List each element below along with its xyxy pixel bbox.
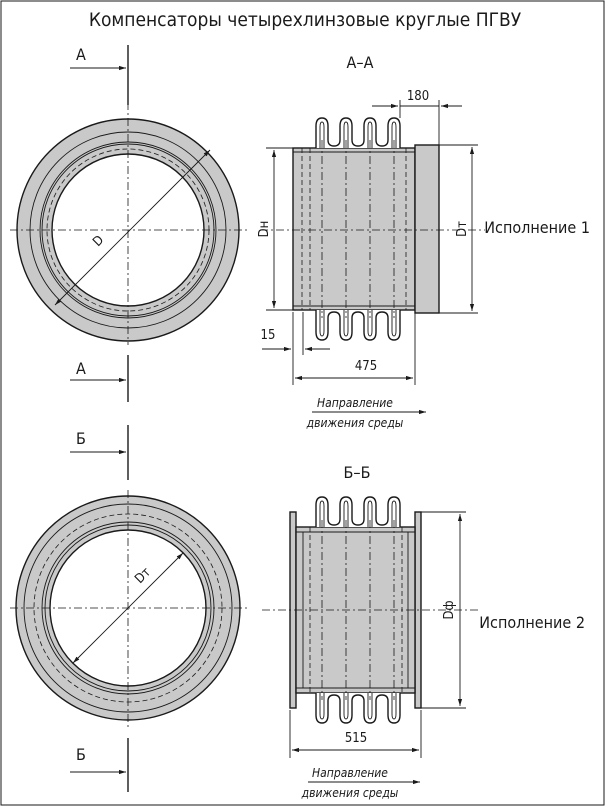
ring-view-b — [10, 490, 250, 728]
section-letter-b-top: Б — [76, 429, 86, 448]
flow-a-line1: Направление — [317, 396, 393, 410]
diameter-d-line — [54, 149, 211, 306]
section-letter-a-bottom: А — [76, 359, 86, 378]
section-aa-title: А–А — [347, 53, 374, 72]
flow-a-line2: движения среды — [306, 416, 404, 430]
dim-475-label: 475 — [355, 359, 377, 374]
variant-1-label: Исполнение 1 — [484, 218, 590, 237]
page-title: Компенсаторы четырехлинзовые круглые ПГВ… — [89, 9, 522, 31]
diameter-dt-line — [72, 552, 184, 664]
dim-15 — [262, 312, 330, 385]
section-marker-a-bottom — [70, 355, 129, 402]
section-letter-a-top: А — [76, 45, 86, 64]
section-bb-title: Б–Б — [344, 463, 371, 482]
section-aa-body — [260, 117, 485, 341]
section-letter-b-bottom: Б — [76, 745, 86, 764]
dim-dn — [266, 147, 293, 311]
dim-475 — [295, 313, 416, 385]
dim-515-label: 515 — [345, 731, 367, 746]
dim-15-label: 15 — [261, 328, 276, 343]
dim-515 — [289, 710, 422, 758]
dim-180-label: 180 — [407, 89, 429, 104]
section-marker-b-top — [70, 425, 129, 480]
flow-b-line1: Направление — [312, 766, 388, 780]
section-marker-a-top — [70, 45, 129, 105]
dim-dt-a — [439, 144, 478, 314]
variant-2-label: Исполнение 2 — [479, 613, 585, 632]
dim-dt-a-label: Dт — [455, 221, 470, 237]
section-bb-body — [262, 496, 478, 724]
flow-b-line2: движения среды — [301, 786, 399, 800]
dim-df — [421, 511, 466, 709]
dim-180 — [372, 100, 462, 145]
dim-df-label: Dф — [442, 600, 457, 619]
section-marker-b-bottom — [70, 738, 129, 792]
dim-dn-label: Dн — [257, 221, 272, 238]
ring-view-a — [10, 70, 250, 345]
